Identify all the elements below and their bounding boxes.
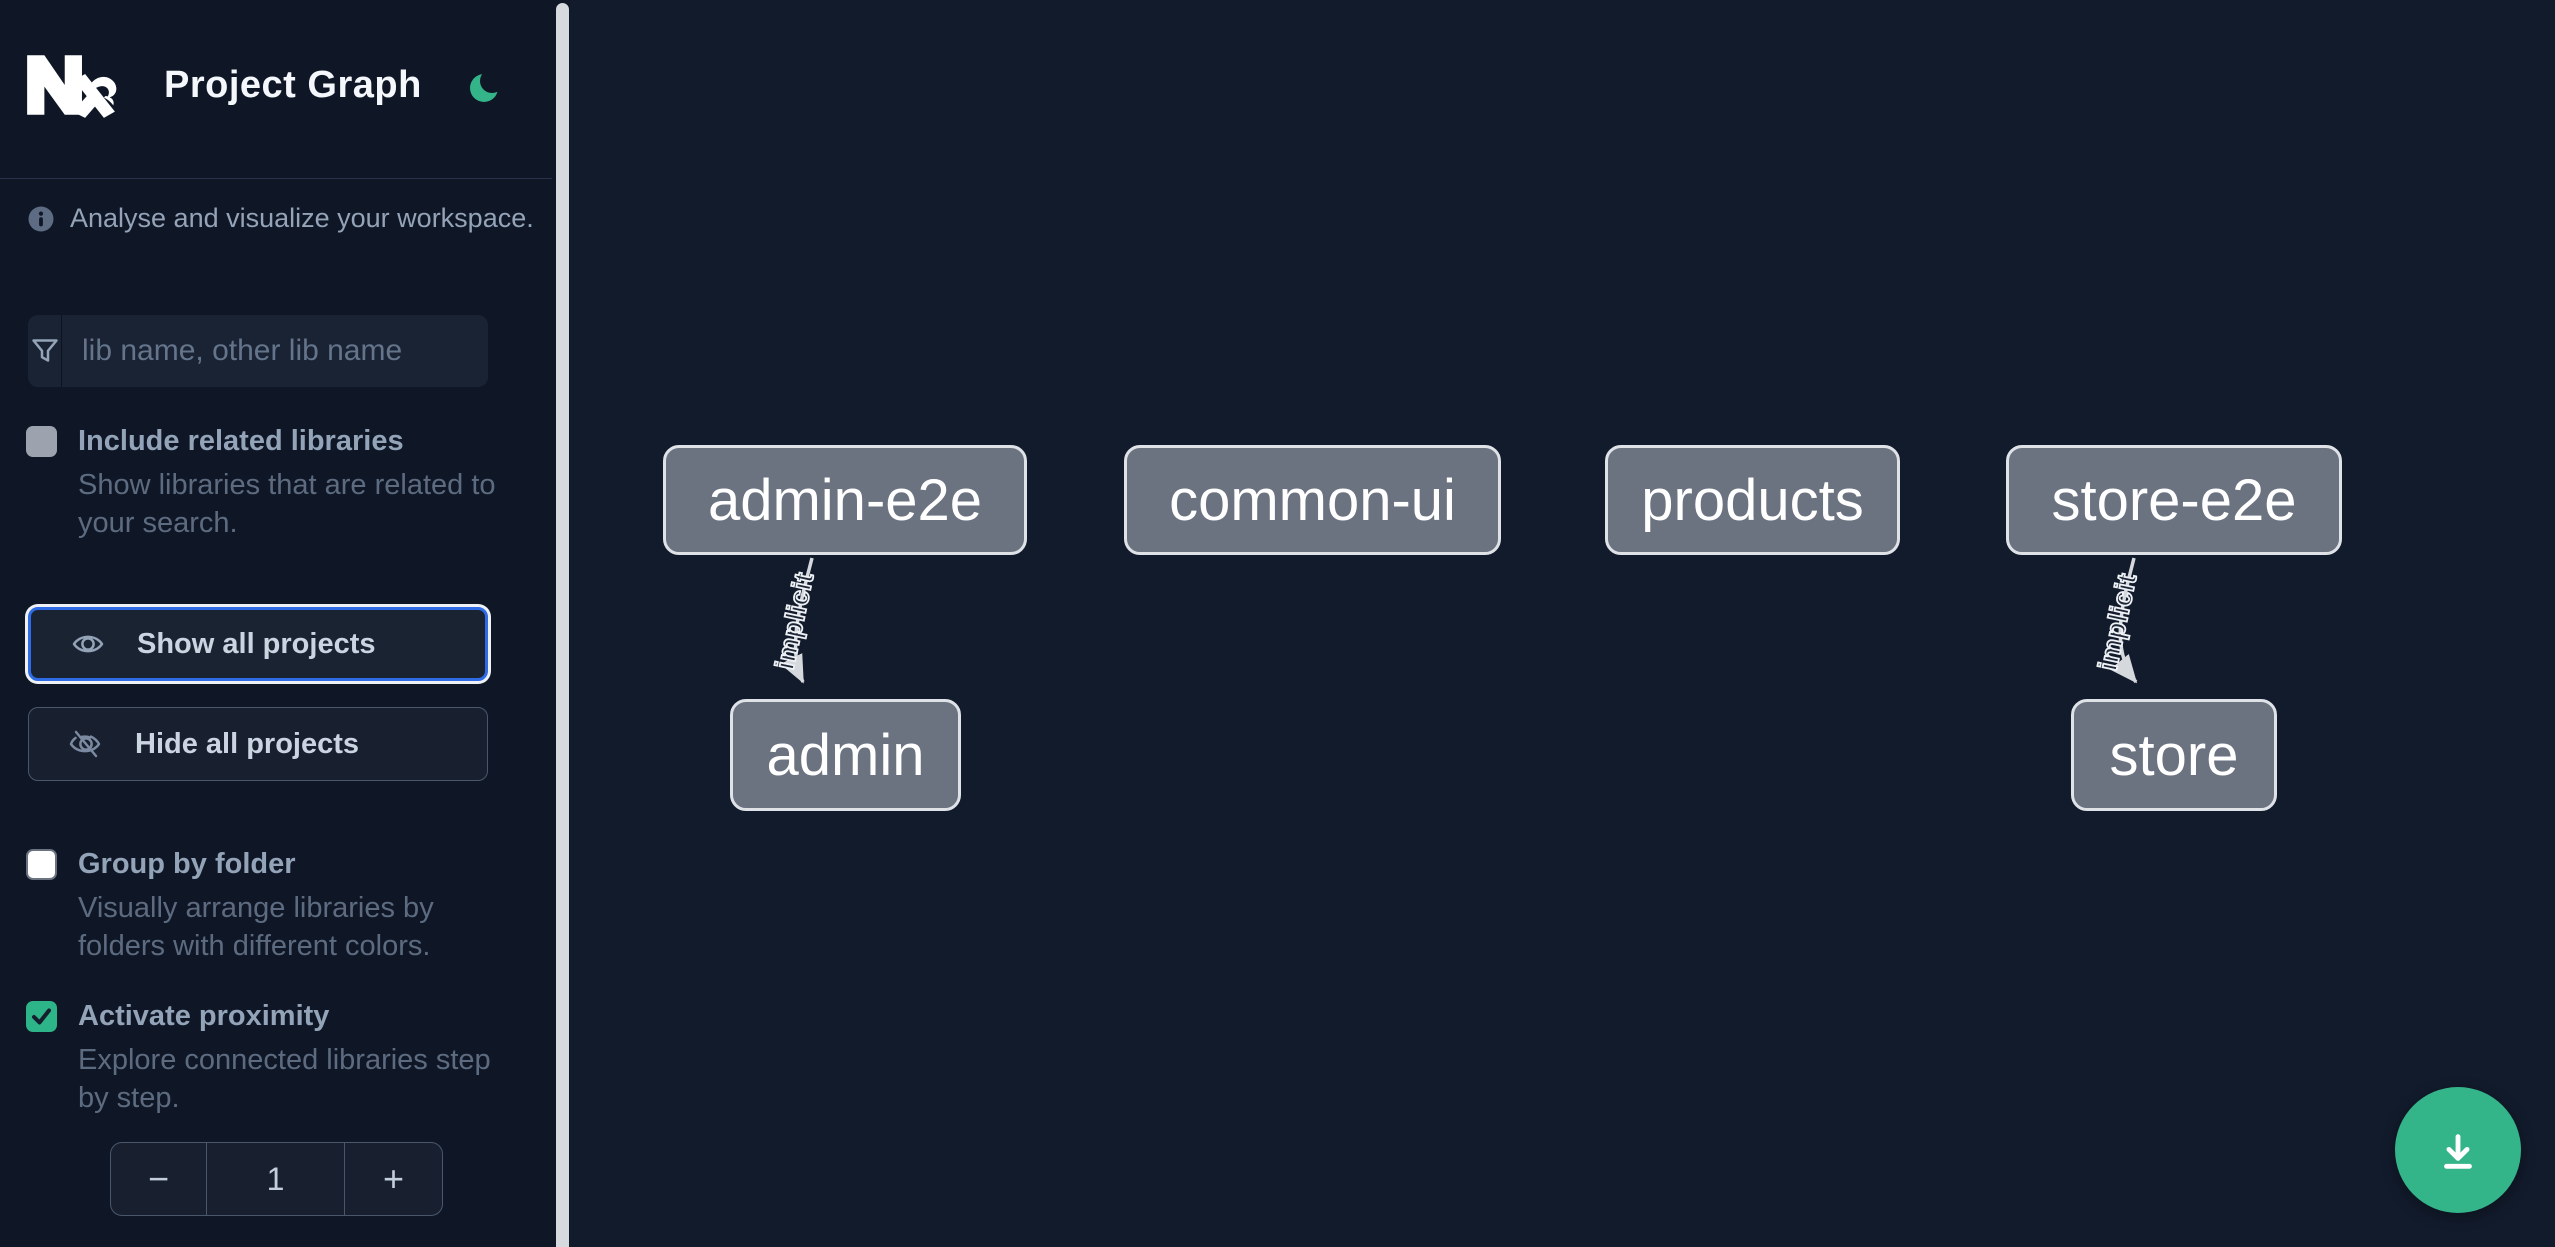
moon-icon — [470, 68, 504, 102]
graph-canvas[interactable]: admin-e2e common-ui products store-e2e a… — [570, 0, 2555, 1247]
graph-node-admin-e2e[interactable]: admin-e2e — [663, 445, 1027, 555]
group-by-folder-description: Visually arrange libraries by folders wi… — [78, 892, 434, 962]
show-all-projects-label: Show all projects — [137, 627, 376, 660]
include-related-option[interactable]: Include related libraries Show libraries… — [26, 424, 498, 542]
graph-node-store-e2e[interactable]: store-e2e — [2006, 445, 2342, 555]
search-input[interactable] — [62, 316, 488, 386]
activate-proximity-option[interactable]: Activate proximity Explore connected lib… — [26, 999, 518, 1117]
graph-node-admin[interactable]: admin — [730, 699, 961, 811]
edge-store-e2e-store — [2109, 557, 2138, 684]
header-divider — [0, 178, 552, 179]
activate-proximity-description: Explore connected libraries step by step… — [78, 1044, 491, 1114]
hide-all-projects-label: Hide all projects — [135, 727, 360, 760]
node-label: store — [2109, 722, 2239, 788]
activate-proximity-checkbox[interactable] — [26, 1001, 57, 1032]
tagline-row: Analyse and visualize your workspace. — [28, 203, 534, 234]
nx-logo — [27, 55, 117, 118]
filter-funnel-icon — [28, 315, 62, 387]
checkmark-icon — [32, 1008, 51, 1025]
graph-node-store[interactable]: store — [2071, 699, 2277, 811]
include-related-description: Show libraries that are related to your … — [78, 469, 496, 539]
page-title: Project Graph — [164, 64, 422, 106]
hide-all-projects-button[interactable]: Hide all projects — [28, 707, 488, 781]
include-related-label: Include related libraries — [78, 425, 404, 457]
tagline-text: Analyse and visualize your workspace. — [70, 203, 534, 233]
group-by-folder-option[interactable]: Group by folder Visually arrange librari… — [26, 847, 478, 965]
group-by-folder-label: Group by folder — [78, 848, 296, 880]
node-label: store-e2e — [2051, 467, 2297, 533]
info-icon — [28, 206, 54, 231]
node-label: admin-e2e — [707, 467, 983, 533]
graph-node-common-ui[interactable]: common-ui — [1124, 445, 1501, 555]
sidebar-scrollbar[interactable] — [552, 0, 572, 1247]
node-label: products — [1641, 467, 1864, 533]
proximity-depth-stepper: − 1 + — [110, 1142, 443, 1216]
edge-admin-e2e-admin — [780, 557, 814, 684]
download-icon — [2444, 1134, 2472, 1169]
group-by-folder-checkbox[interactable] — [26, 849, 57, 880]
eye-icon — [72, 635, 104, 653]
decrement-button[interactable]: − — [111, 1143, 207, 1215]
node-label: admin — [766, 722, 925, 788]
show-all-projects-button[interactable]: Show all projects — [28, 607, 488, 681]
search-box — [28, 315, 488, 387]
sidebar: Project Graph Analyse and visualize your… — [0, 0, 570, 1247]
sidebar-scrollbar-thumb[interactable] — [556, 3, 569, 1247]
increment-button[interactable]: + — [344, 1143, 442, 1215]
graph-node-products[interactable]: products — [1605, 445, 1900, 555]
dependency-edges — [780, 557, 2138, 684]
download-graph-button[interactable] — [2395, 1087, 2521, 1213]
proximity-depth-value: 1 — [266, 1160, 285, 1197]
activate-proximity-label: Activate proximity — [78, 1000, 330, 1032]
eye-off-icon — [69, 730, 101, 758]
include-related-checkbox[interactable] — [26, 426, 57, 457]
node-label: common-ui — [1169, 467, 1456, 533]
theme-toggle-button[interactable] — [464, 66, 508, 110]
